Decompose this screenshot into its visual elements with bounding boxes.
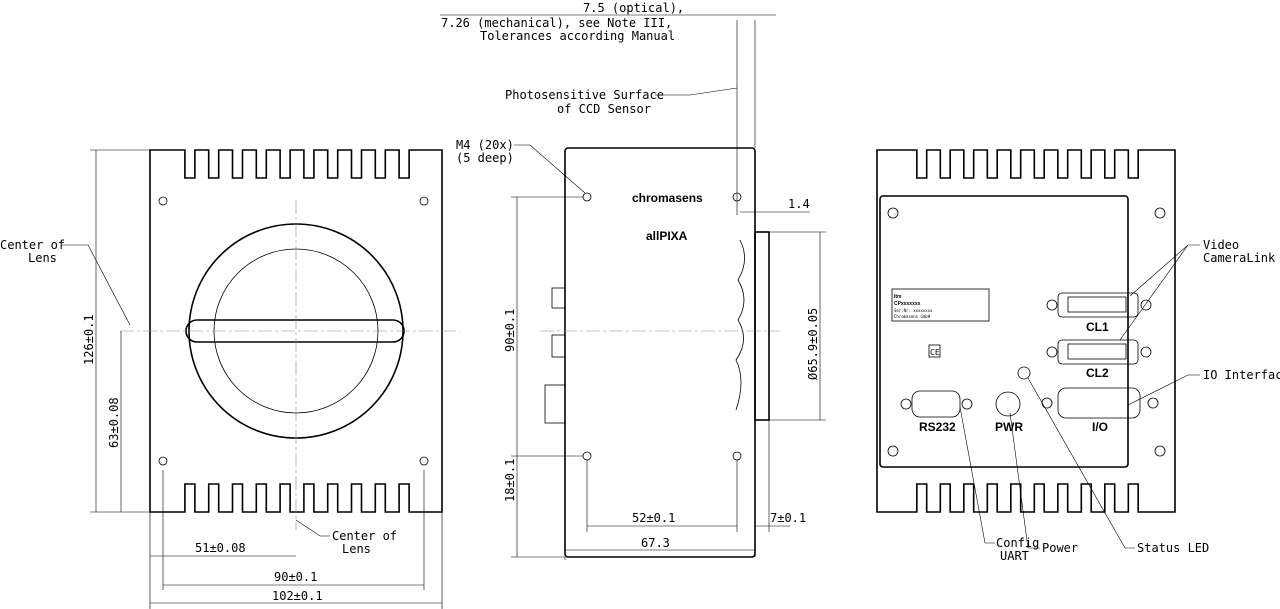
back-view: Itm CPxxxxxxx Ser.Nr. xxxxxxxx Chromasen…	[876, 149, 1280, 563]
dim-depth: 67.3	[641, 536, 670, 550]
pwr-label: PWR	[995, 420, 1023, 434]
label-maker: Chromasens GmbH	[894, 314, 931, 319]
cl2-label: CL2	[1086, 366, 1109, 380]
video-label: Video	[1203, 238, 1239, 252]
front-view: Center of Lens Center of Lens 126±0.1 63…	[0, 149, 460, 609]
dim-flange: 7±0.1	[770, 511, 806, 525]
dim-holes-height: 90±0.1	[503, 309, 517, 352]
dim-center-width: 51±0.08	[195, 541, 246, 555]
rs232-label: RS232	[919, 420, 956, 434]
cl1-connector	[1046, 292, 1152, 318]
dim-holes-width-side: 52±0.1	[632, 511, 675, 525]
front-mount-holes	[158, 196, 429, 466]
center-of-lens-bottom-label: Center of	[332, 529, 397, 543]
center-of-lens-bottom-label: Lens	[342, 542, 371, 556]
side-view: chromasens allPIXA 7.5 (optical), 7.26 (…	[440, 1, 826, 560]
center-of-lens-label: Lens	[28, 251, 57, 265]
status-led-label: Status LED	[1137, 541, 1209, 555]
note-ccd-sensor: of CCD Sensor	[557, 102, 651, 116]
io-interface-label: IO Interface	[1203, 368, 1280, 382]
note-optical: 7.5 (optical),	[583, 1, 684, 15]
config-label: Config	[996, 536, 1039, 550]
note-mechanical: 7.26 (mechanical), see Note III,	[441, 16, 672, 30]
rs232-connector	[900, 390, 973, 418]
brand-logo-text: chromasens	[632, 191, 703, 205]
io-label: I/O	[1092, 420, 1108, 434]
note-m4-thread: M4 (20x)	[456, 138, 514, 152]
dim-height: 126±0.1	[82, 314, 96, 365]
cameralink-label: CameraLink	[1203, 251, 1276, 265]
dim-width: 102±0.1	[272, 589, 323, 603]
pwr-connector	[995, 391, 1021, 417]
dim-offset: 1.4	[788, 197, 810, 211]
status-led	[1017, 366, 1031, 380]
front-dimension-lines	[62, 149, 443, 609]
power-label: Power	[1042, 541, 1078, 555]
dim-holes-width: 90±0.1	[274, 570, 317, 584]
note-thread-depth: (5 deep)	[456, 151, 514, 165]
dim-lens-diameter: Ø65.9±0.05	[806, 308, 820, 380]
lens-flange	[754, 231, 770, 421]
break-line	[735, 239, 745, 411]
dim-center-height: 63±0.08	[107, 397, 121, 448]
label-cp: CPxxxxxxx	[894, 301, 921, 307]
cl2-connector	[1046, 339, 1152, 365]
note-photosensitive-surface: Photosensitive Surface	[505, 88, 664, 102]
label-serial: Ser.Nr. xxxxxxxx	[894, 308, 933, 313]
io-connector	[1041, 387, 1159, 419]
side-body	[564, 147, 756, 558]
ce-mark-icon	[928, 344, 941, 358]
label-brand: Itm	[894, 294, 902, 300]
ce-mark: CE	[930, 348, 940, 357]
uart-label: UART	[1000, 549, 1029, 563]
type-label	[891, 288, 990, 322]
model-name-text: allPIXA	[646, 229, 688, 243]
center-of-lens-label: Center of	[0, 238, 65, 252]
note-tolerances: Tolerances according Manual	[480, 29, 675, 43]
back-panel	[879, 195, 1129, 468]
back-body-outline	[876, 149, 1176, 513]
side-connectors	[544, 287, 566, 424]
dim-bottom: 18±0.1	[503, 459, 517, 502]
cl1-label: CL1	[1086, 320, 1109, 334]
